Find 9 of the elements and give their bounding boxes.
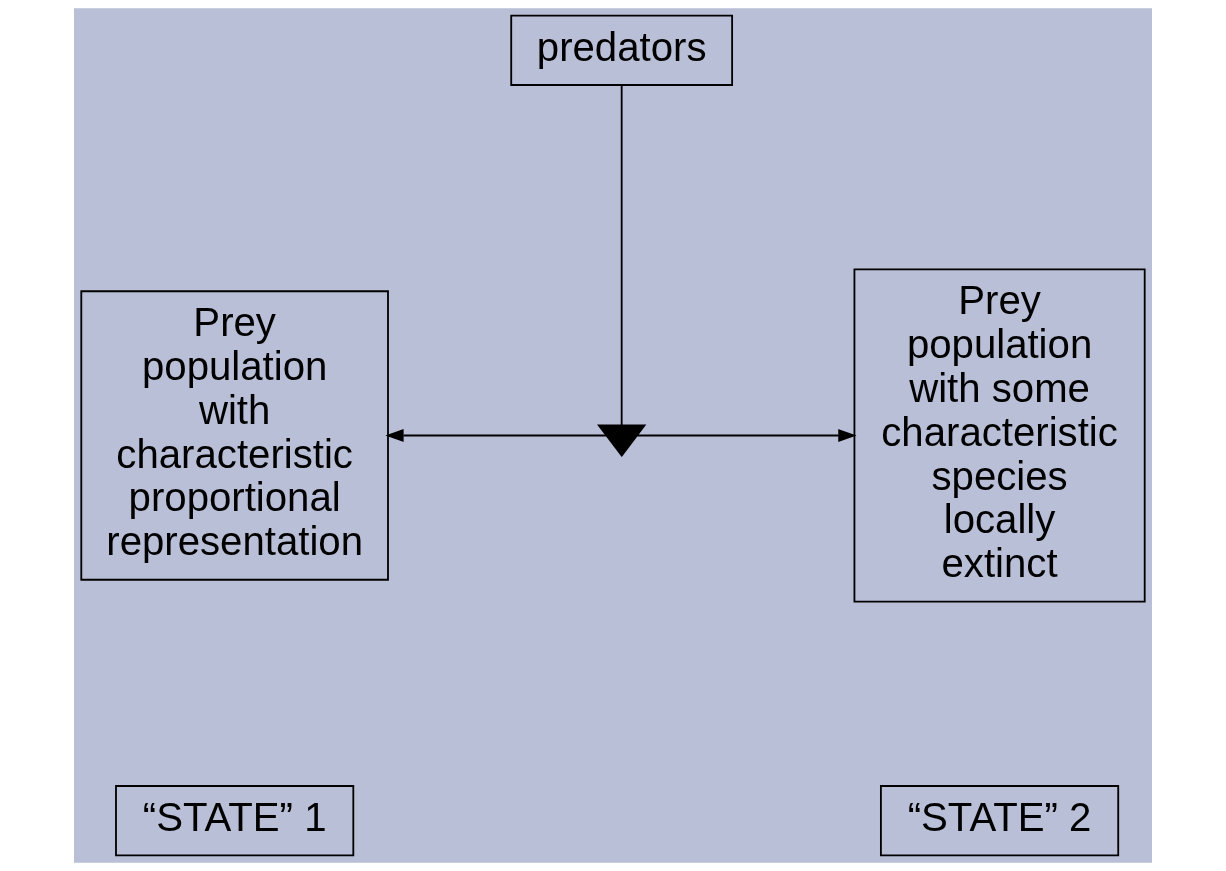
connector [620, 84, 623, 426]
node-box: Prey population with characteristic proportional representation [80, 290, 389, 581]
node-box: predators [510, 14, 734, 86]
node-box: “STATE” 1 [115, 785, 355, 857]
node-valve [597, 424, 647, 458]
node-box: Prey population with some characteristic species locally extinct [853, 268, 1146, 603]
node-box: “STATE” 2 [880, 785, 1120, 857]
arrow [385, 429, 608, 442]
arrow [636, 429, 857, 442]
